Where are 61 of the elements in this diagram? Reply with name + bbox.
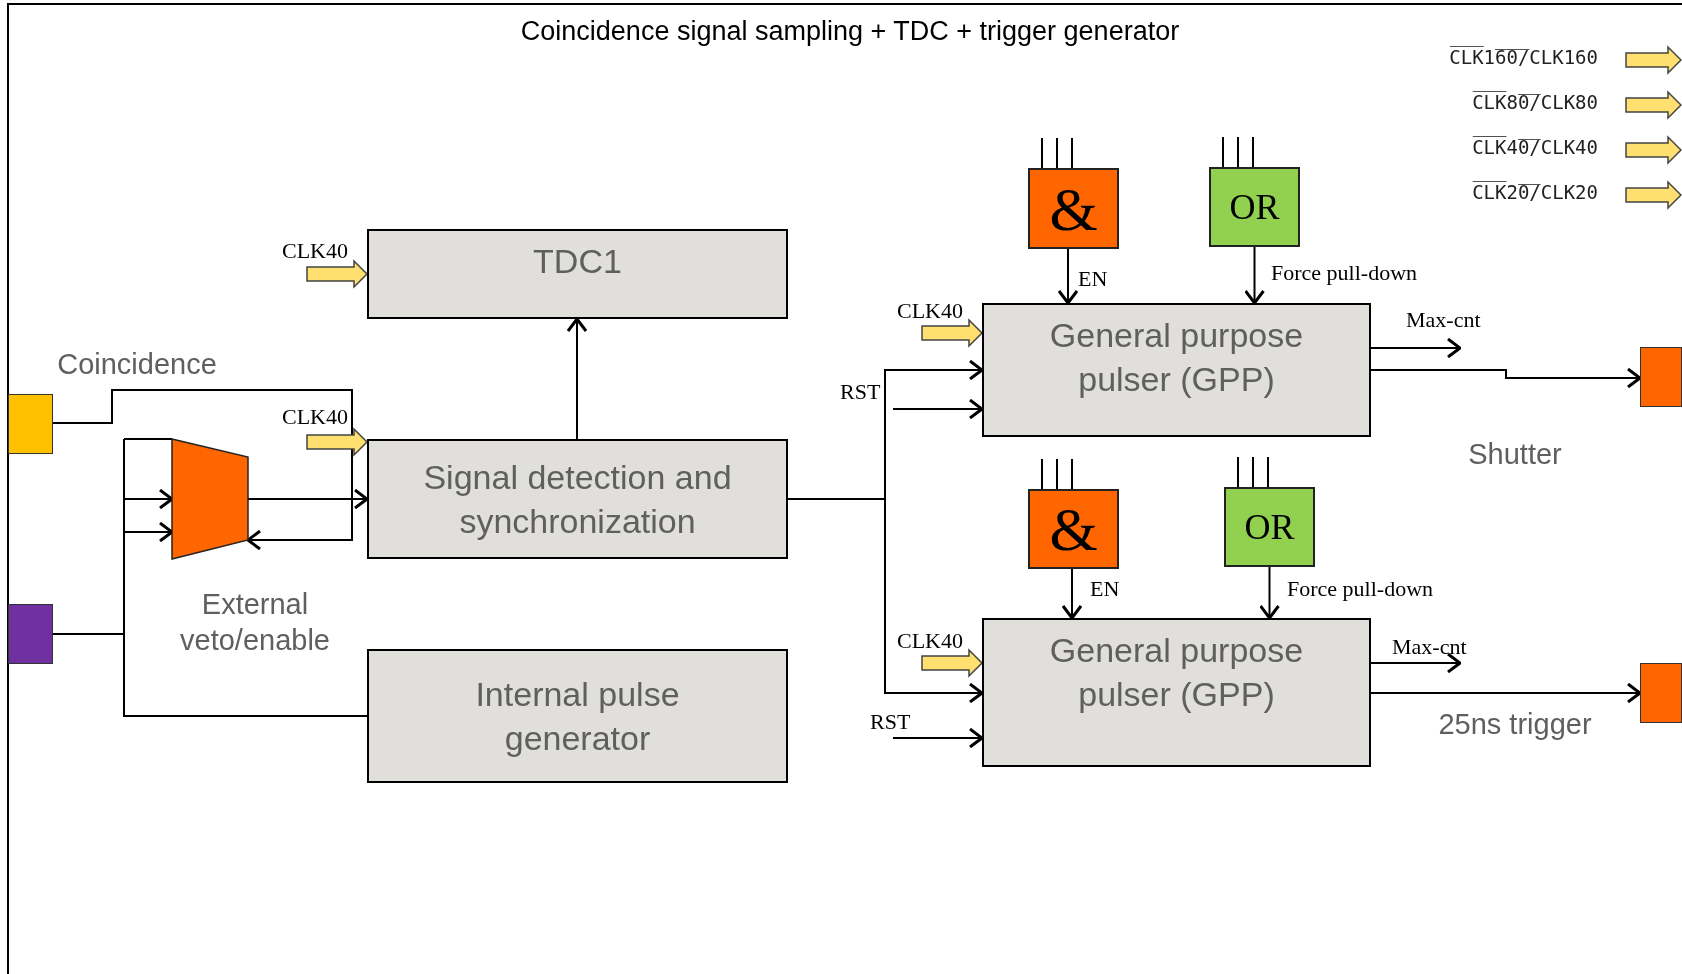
signal-label: Max-cnt <box>1406 309 1481 331</box>
signal-label: EN <box>1090 578 1120 600</box>
box-label: Internal pulse generator <box>474 673 681 759</box>
arrow <box>1259 566 1280 620</box>
gate-label: & <box>1049 177 1098 240</box>
arrow <box>566 317 588 440</box>
output-port <box>1640 347 1682 407</box>
port-label: Coincidence <box>56 347 218 382</box>
arrow <box>1370 367 1642 389</box>
arrow <box>1244 246 1265 305</box>
clock-arrow <box>921 318 984 348</box>
clock-arrow <box>921 648 984 678</box>
arrow <box>892 727 984 749</box>
port-label: 25ns trigger <box>1437 707 1593 742</box>
or-gate <box>1224 487 1315 567</box>
signal-label: Force pull-down <box>1287 578 1434 600</box>
process-box <box>367 439 788 559</box>
box-label: TDC1 <box>533 241 622 282</box>
process-box <box>982 618 1371 767</box>
signal-label: RST <box>870 711 911 733</box>
gate-label: OR <box>1244 509 1295 545</box>
arrow <box>1370 682 1642 704</box>
gate-label: OR <box>1229 189 1280 225</box>
input-port <box>8 604 53 664</box>
and-gate <box>1028 168 1119 249</box>
signal-label: Force pull-down <box>1271 262 1418 284</box>
arrow <box>1370 652 1462 674</box>
legend-label: C̅L̅K̅2̅0̅/CLK20 <box>1472 181 1598 203</box>
port-label: Shutter <box>1467 437 1563 472</box>
box-label: Signal detection and synchronization <box>422 456 733 542</box>
arrow <box>1061 568 1083 620</box>
arrow <box>1370 337 1462 359</box>
signal-label: EN <box>1078 268 1108 290</box>
clock-arrow <box>306 427 369 457</box>
legend-label: C̅L̅K̅4̅0̅/CLK40 <box>1472 136 1598 158</box>
box-label: General purpose pulser (GPP) <box>1048 315 1305 401</box>
signal-label: Max-cnt <box>1392 636 1467 658</box>
diagram-title: Coincidence signal sampling + TDC + trigger generator <box>519 16 1181 47</box>
multiplexer <box>172 439 248 559</box>
arrow <box>1057 248 1079 305</box>
legend-label: C̅L̅K̅8̅0̅/CLK80 <box>1472 91 1598 113</box>
or-gate <box>1209 167 1300 247</box>
signal-label: RST <box>840 381 881 403</box>
input-port <box>8 394 53 454</box>
arrow <box>52 389 353 551</box>
legend-label: C̅L̅K̅1̅6̅0̅/CLK160 <box>1449 46 1598 68</box>
process-box <box>982 303 1371 437</box>
arrow <box>892 398 984 420</box>
clock-arrow <box>306 259 369 289</box>
signal-label: CLK40 <box>282 406 348 428</box>
box-label: General purpose pulser (GPP) <box>1048 630 1305 716</box>
process-box <box>367 229 788 319</box>
signal-label: CLK40 <box>897 630 963 652</box>
process-box <box>367 649 788 783</box>
port-label: External veto/enable <box>179 587 331 659</box>
gate-label: & <box>1049 498 1098 560</box>
output-port <box>1640 663 1682 723</box>
arrow <box>123 488 368 717</box>
and-gate <box>1028 489 1119 569</box>
signal-label: CLK40 <box>897 300 963 322</box>
signal-label: CLK40 <box>282 240 348 262</box>
